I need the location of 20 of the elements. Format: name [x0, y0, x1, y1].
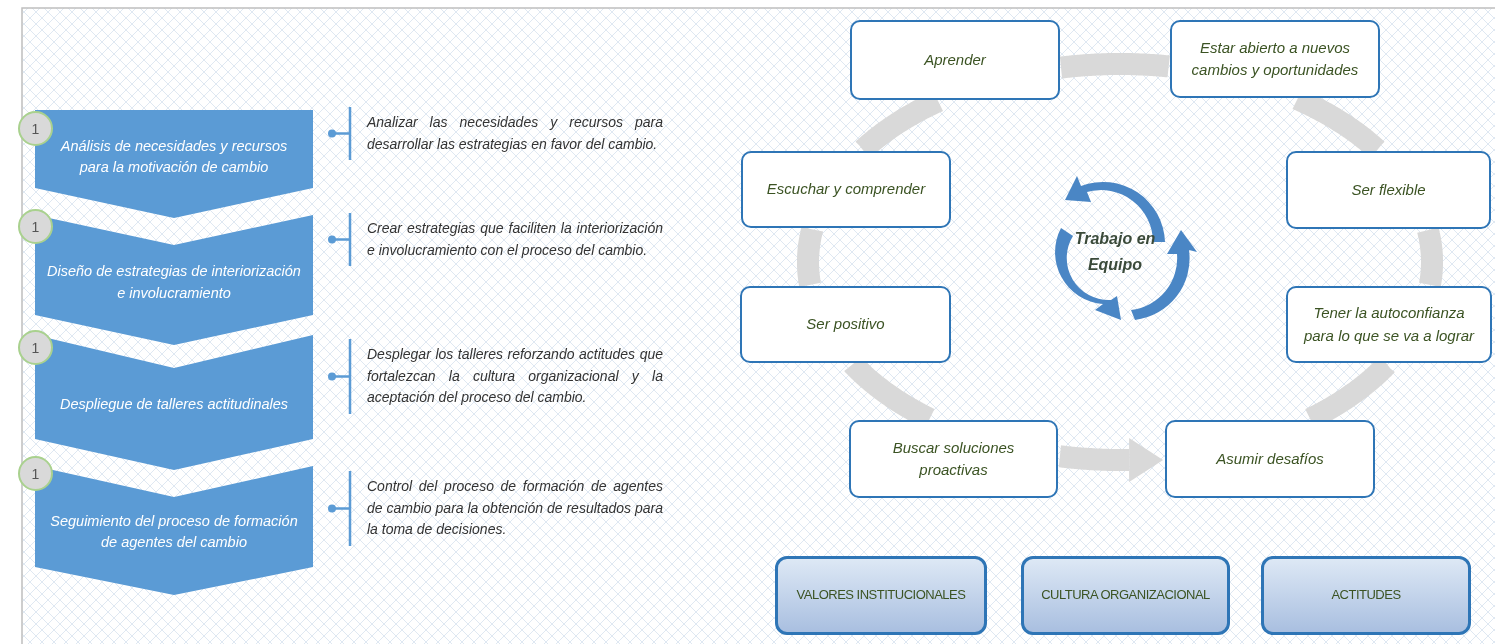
attitude-box: Asumir desafíos: [1165, 420, 1375, 498]
step-description: Analizar las necesidades y recursos para desarrollar las estrategias en favor del cambio.: [367, 113, 663, 154]
step-description: Crear estrategias que faciliten la interiorización e involucramiento con el proceso del cambio.: [367, 219, 663, 260]
step-title: Seguimiento del proceso de formación de agentes del cambio: [49, 512, 299, 552]
attitude-box: Tener la autoconfianza para lo que se va a lograr: [1286, 286, 1492, 363]
attitude-box: Estar abierto a nuevos cambios y oportunidades: [1170, 20, 1380, 98]
step-title: Análisis de necesidades y recursos para la motivación de cambio: [59, 137, 289, 177]
step-title: Despliegue de talleres actitudinales: [59, 395, 289, 414]
attitude-box: Buscar soluciones proactivas: [849, 420, 1058, 498]
attitude-box: Escuchar y comprender: [741, 151, 951, 228]
attitude-box: Aprender: [850, 20, 1060, 100]
step-title: Diseño de estrategias de interiorización e involucramiento: [46, 262, 302, 303]
attitude-box: Ser flexible: [1286, 151, 1491, 229]
attitude-box: Ser positivo: [740, 286, 951, 363]
center-label: Trabajo en Equipo: [1055, 222, 1175, 282]
foundation-box: CULTURA ORGANIZACIONAL: [1021, 556, 1230, 635]
foundation-box: ACTITUDES: [1261, 556, 1471, 635]
step-description: Desplegar los talleres reforzando actitudes que fortalezcan la cultura organizacional y la aceptación del proceso del cambio.: [367, 345, 663, 408]
foundation-box: VALORES INSTITUCIONALES: [775, 556, 987, 635]
step-description: Control del proceso de formación de agentes de cambio para la obtención de resultados para la toma de decisiones.: [367, 477, 663, 540]
